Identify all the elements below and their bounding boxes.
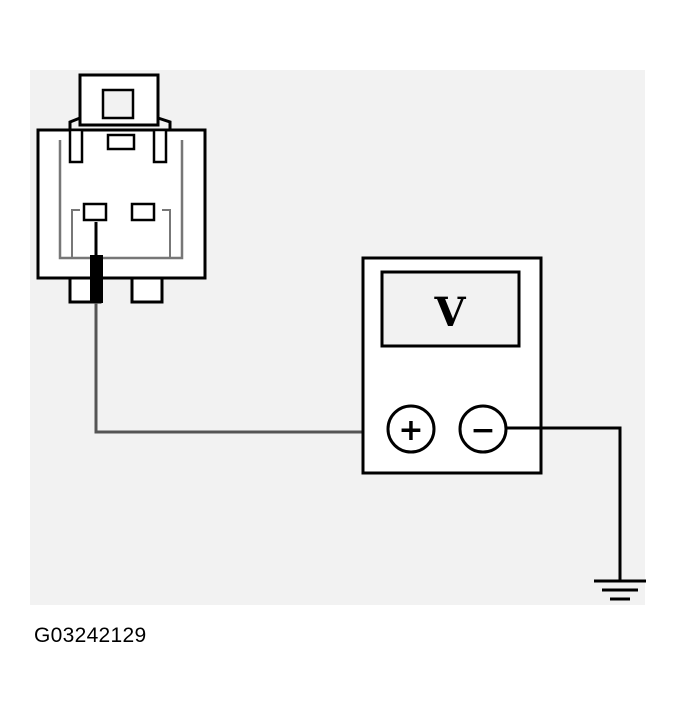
connector-right-leg <box>130 276 164 304</box>
connector-top-slot <box>101 88 135 120</box>
positive-lead-wire <box>94 303 390 434</box>
connector-inner-steps <box>71 209 171 258</box>
connector-key-slot <box>106 133 136 151</box>
connector-shoulders <box>68 116 172 130</box>
figure-id: G03242129 <box>34 624 147 647</box>
voltmeter: V + − <box>361 256 543 475</box>
back-probe <box>90 255 103 303</box>
connector-pin-cavity-1 <box>82 202 108 222</box>
ground-icon <box>594 579 646 601</box>
connector-inner-outline <box>58 140 184 260</box>
positive-terminal-symbol: + <box>398 413 423 448</box>
positive-terminal <box>386 404 436 454</box>
negative-terminal-symbol: − <box>470 413 495 448</box>
negative-lead-wire <box>506 426 622 580</box>
connector-pin-cavity-2 <box>130 202 156 222</box>
voltmeter-display <box>380 270 521 348</box>
connector-right-latch <box>152 128 168 164</box>
voltmeter-display-label: V <box>433 289 466 336</box>
connector-left-latch <box>68 128 84 164</box>
connector-body <box>36 128 207 280</box>
